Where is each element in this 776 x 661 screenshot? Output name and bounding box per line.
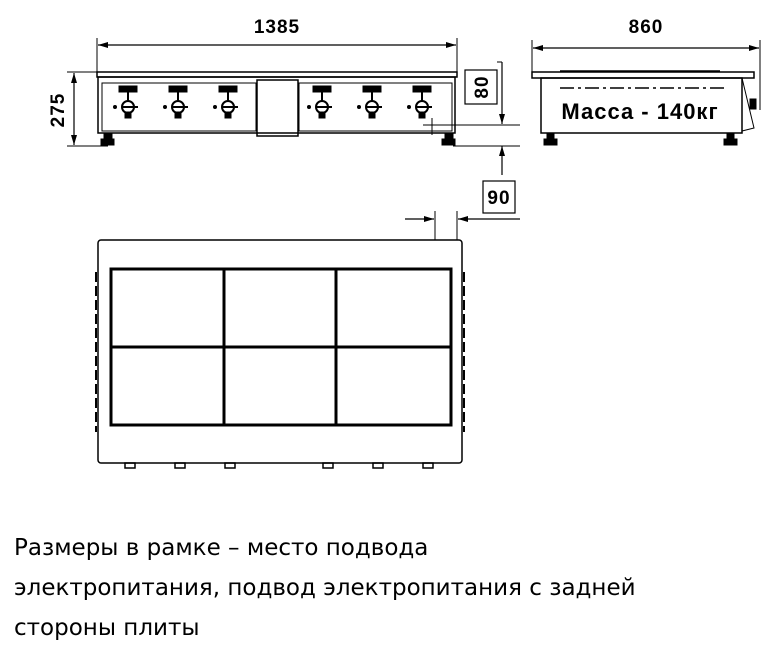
side-top-plate — [531, 71, 755, 79]
front-view: 1385 275 — [48, 17, 520, 240]
mass-label: Масса - 140кг — [561, 99, 718, 124]
top-view-feet — [124, 462, 434, 469]
side-view: 860 Масса - 140кг — [531, 17, 761, 146]
connection-dim-90-label: 90 — [487, 188, 510, 209]
caption-line-3: стороны плиты — [14, 615, 200, 641]
knobs — [113, 85, 432, 119]
control-knob — [407, 85, 432, 119]
side-body — [540, 77, 743, 134]
control-knob — [307, 85, 332, 119]
depth-dimension-label: 860 — [629, 17, 664, 38]
connection-dim-80-label: 80 — [472, 75, 493, 98]
top-view-outline — [97, 239, 463, 464]
caption-line-2: электропитания, подвод электропитания с … — [14, 575, 636, 601]
body — [97, 76, 456, 134]
control-knob — [163, 85, 188, 119]
width-dimension-label: 1385 — [254, 17, 300, 38]
caption: Размеры в рамке – место подвода электроп… — [14, 528, 774, 648]
control-knob — [113, 85, 138, 119]
side-feet — [543, 132, 738, 146]
height-dimension-label: 275 — [48, 93, 69, 128]
caption-line-1: Размеры в рамке – место подвода — [14, 535, 429, 561]
feet — [100, 132, 456, 146]
center-box — [256, 79, 299, 137]
left-control-panel — [101, 82, 257, 132]
top-view — [95, 239, 465, 469]
connection-dim-box-90 — [482, 180, 516, 214]
control-knob — [357, 85, 382, 119]
right-control-panel — [298, 82, 453, 132]
control-knob — [213, 85, 238, 119]
connection-dim-box-80 — [464, 69, 498, 105]
hotplate-grid — [109, 267, 453, 427]
